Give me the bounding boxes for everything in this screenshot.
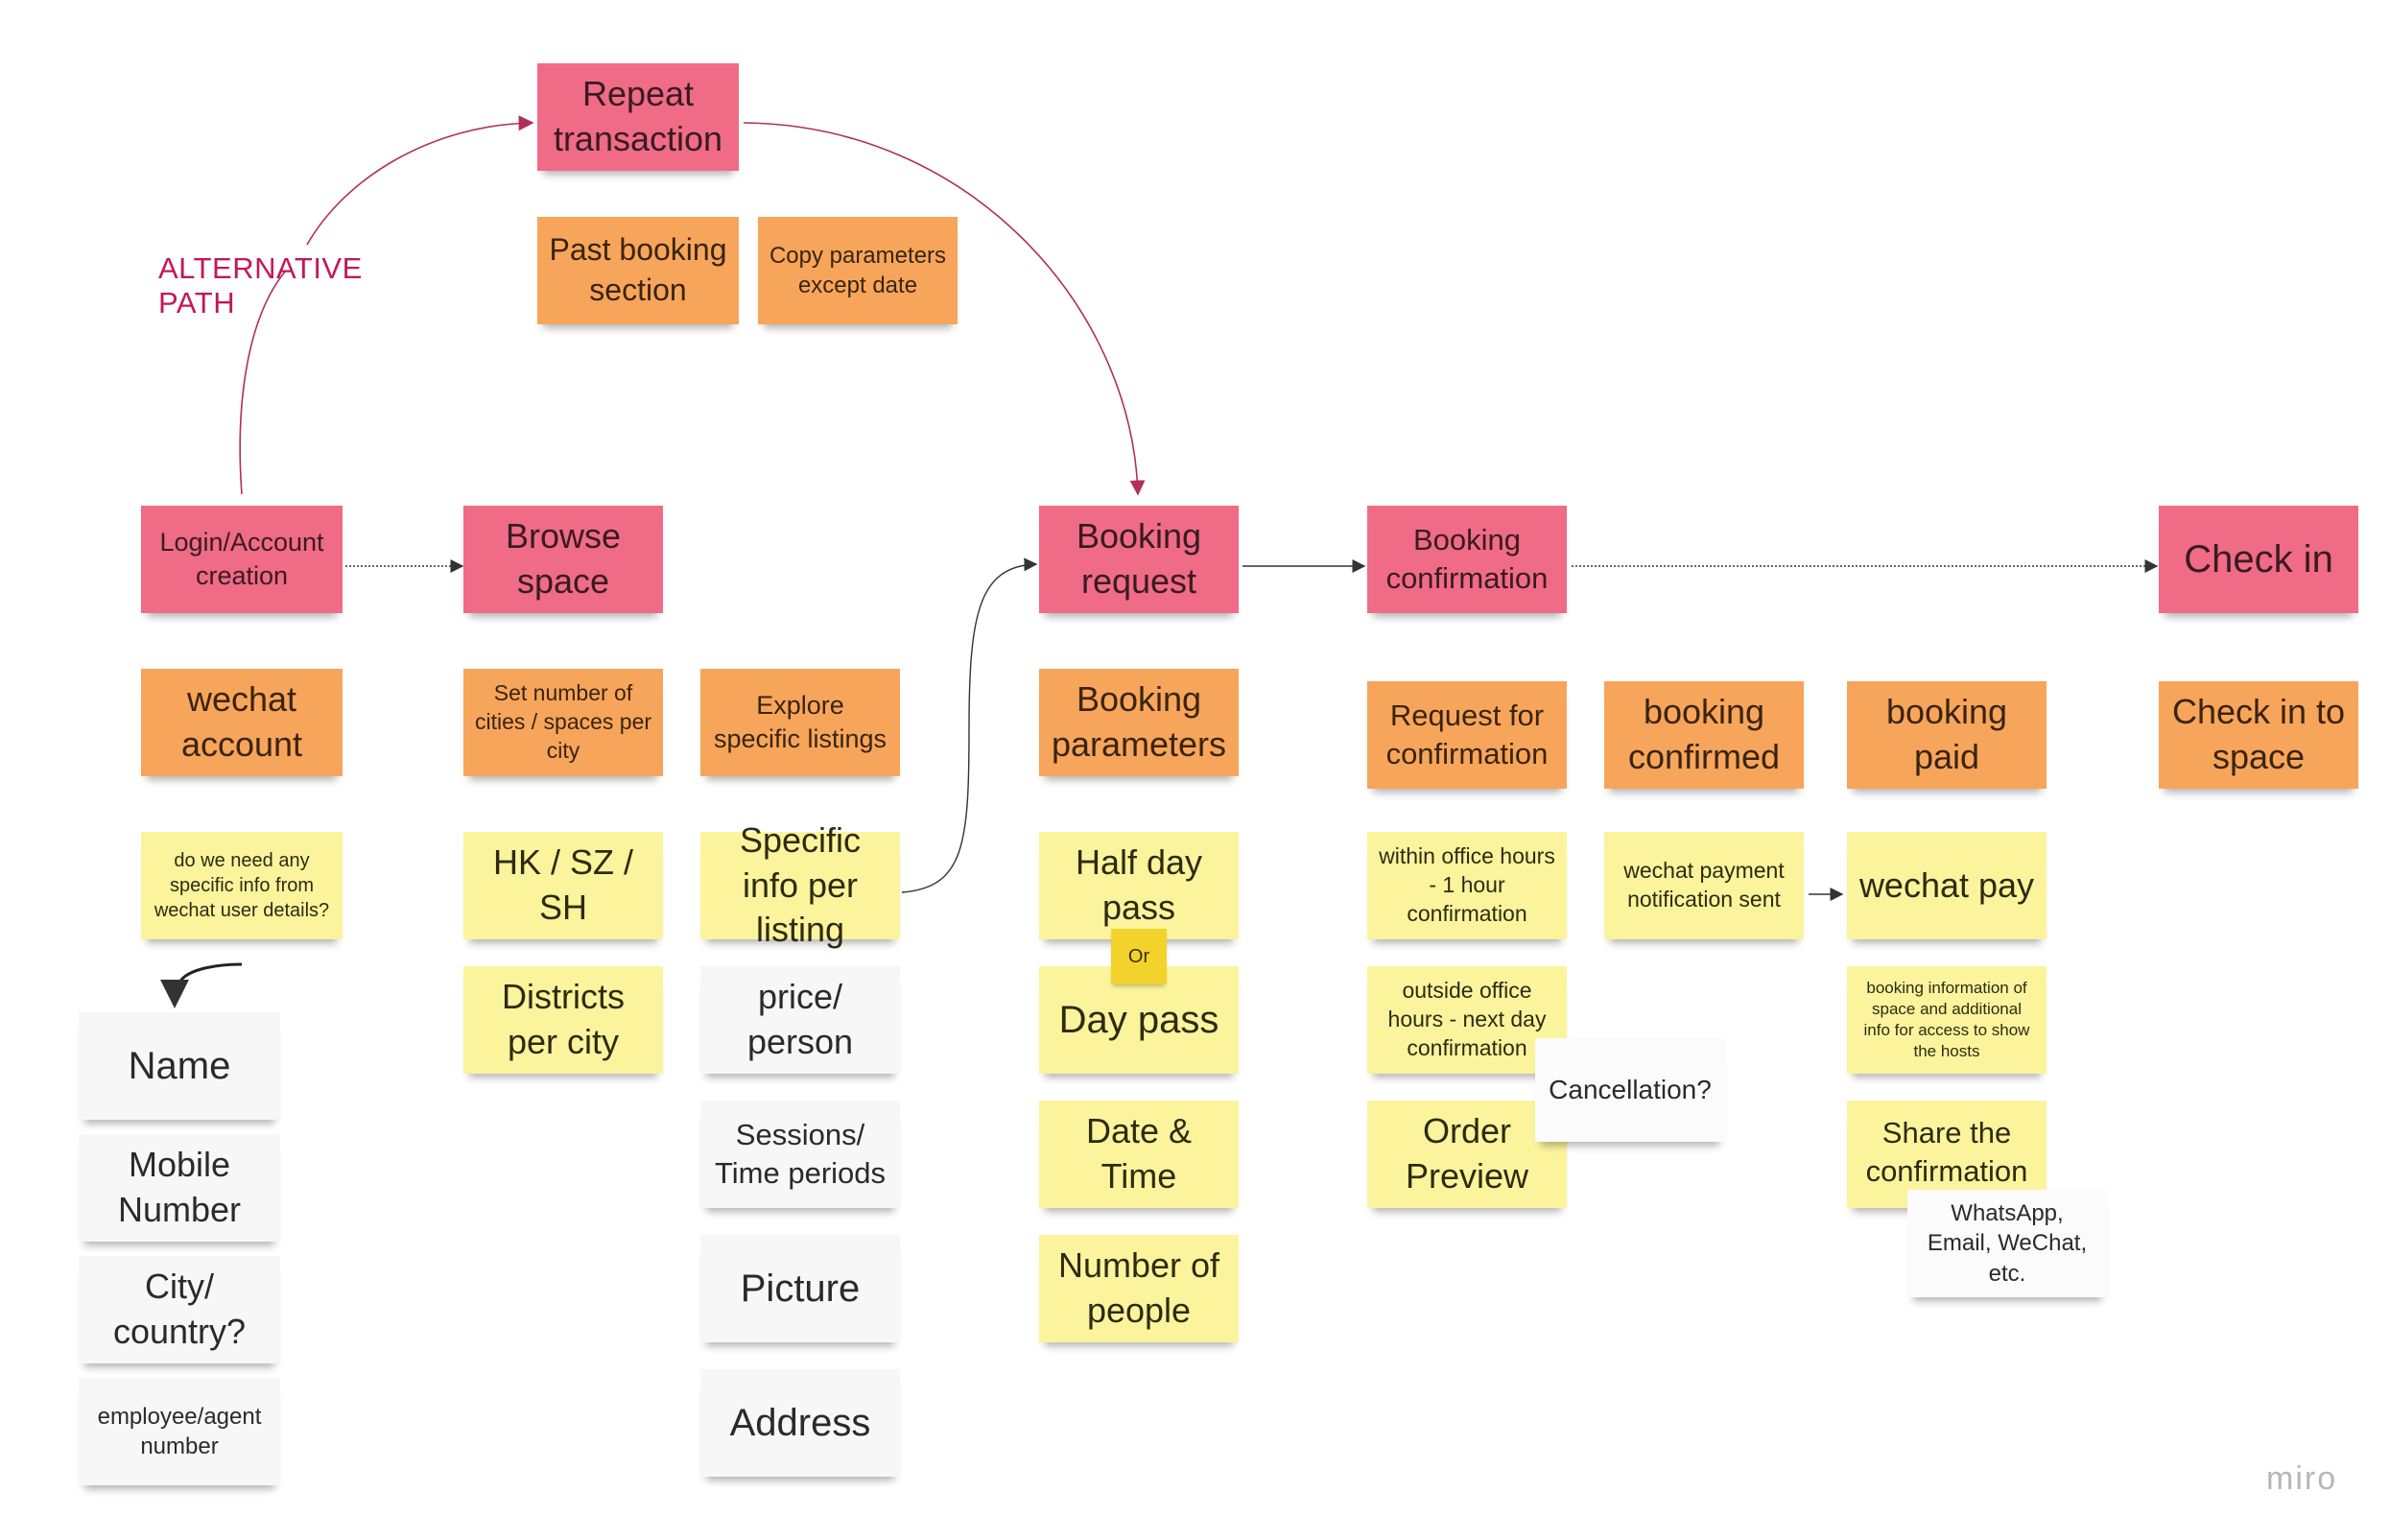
wechat-pay-note[interactable]: wechat pay xyxy=(1847,832,2047,939)
copy-parameters-note[interactable]: Copy parameters except date xyxy=(758,217,958,324)
booking-parameters-note[interactable]: Booking parameters xyxy=(1039,669,1239,776)
price-person-note[interactable]: price/ person xyxy=(700,966,900,1074)
within-office-hours-note[interactable]: within office hours - 1 hour confirmatio… xyxy=(1367,832,1567,939)
cities-note[interactable]: HK / SZ / SH xyxy=(463,832,663,939)
picture-note[interactable]: Picture xyxy=(700,1235,900,1342)
booking-information-note[interactable]: booking information of space and additio… xyxy=(1847,966,2047,1074)
set-number-cities-note[interactable]: Set number of cities / spaces per city xyxy=(463,669,663,776)
address-note[interactable]: Address xyxy=(700,1369,900,1477)
alt-path-arrow-top xyxy=(306,115,534,246)
check-in-space-note[interactable]: Check in to space xyxy=(2159,681,2358,789)
city-country-field-note[interactable]: City/ country? xyxy=(79,1256,280,1363)
check-in-note[interactable]: Check in xyxy=(2159,506,2358,613)
login-account-note[interactable]: Login/Account creation xyxy=(141,506,343,613)
alternative-path-label: ALTERNATIVE PATH xyxy=(158,251,363,320)
outside-office-hours-note[interactable]: outside office hours - next day confirma… xyxy=(1367,966,1567,1074)
question-to-fields-arrow xyxy=(159,962,243,1008)
districts-note[interactable]: Districts per city xyxy=(463,966,663,1074)
alt-path-arrow-up xyxy=(239,270,287,495)
repeat-transaction-note[interactable]: Repeat transaction xyxy=(537,63,739,171)
booking-request-note[interactable]: Booking request xyxy=(1039,506,1239,613)
mobile-number-field-note[interactable]: Mobile Number xyxy=(79,1134,280,1242)
miro-watermark: miro xyxy=(2266,1460,2338,1497)
cancellation-note[interactable]: Cancellation? xyxy=(1535,1038,1725,1142)
sessions-note[interactable]: Sessions/ Time periods xyxy=(700,1101,900,1208)
or-note[interactable]: Or xyxy=(1111,929,1167,984)
specific-info-note[interactable]: Specific info per listing xyxy=(700,820,900,949)
wechat-info-question-note[interactable]: do we need any specific info from wechat… xyxy=(141,832,343,939)
explore-listings-note[interactable]: Explore specific listings xyxy=(700,669,900,776)
past-booking-note[interactable]: Past booking section xyxy=(537,217,739,324)
booking-confirmation-note[interactable]: Booking confirmation xyxy=(1367,506,1567,613)
half-day-pass-note[interactable]: Half day pass xyxy=(1039,832,1239,939)
listing-to-booking-arrow xyxy=(901,557,1038,893)
share-channels-note[interactable]: WhatsApp, Email, WeChat, etc. xyxy=(1907,1190,2107,1297)
booking-confirmed-note[interactable]: booking confirmed xyxy=(1604,681,1804,789)
number-of-people-note[interactable]: Number of people xyxy=(1039,1235,1239,1342)
name-field-note[interactable]: Name xyxy=(79,1012,280,1120)
employee-number-field-note[interactable]: employee/agent number xyxy=(79,1378,280,1485)
wechat-account-note[interactable]: wechat account xyxy=(141,669,343,776)
request-confirmation-note[interactable]: Request for confirmation xyxy=(1367,681,1567,789)
booking-paid-note[interactable]: booking paid xyxy=(1847,681,2047,789)
order-preview-note[interactable]: Order Preview xyxy=(1367,1101,1567,1208)
payment-notification-note[interactable]: wechat payment notification sent xyxy=(1604,832,1804,939)
browse-space-note[interactable]: Browse space xyxy=(463,506,663,613)
repeat-to-booking-arrow xyxy=(743,122,1146,496)
date-time-note[interactable]: Date & Time xyxy=(1039,1101,1239,1208)
